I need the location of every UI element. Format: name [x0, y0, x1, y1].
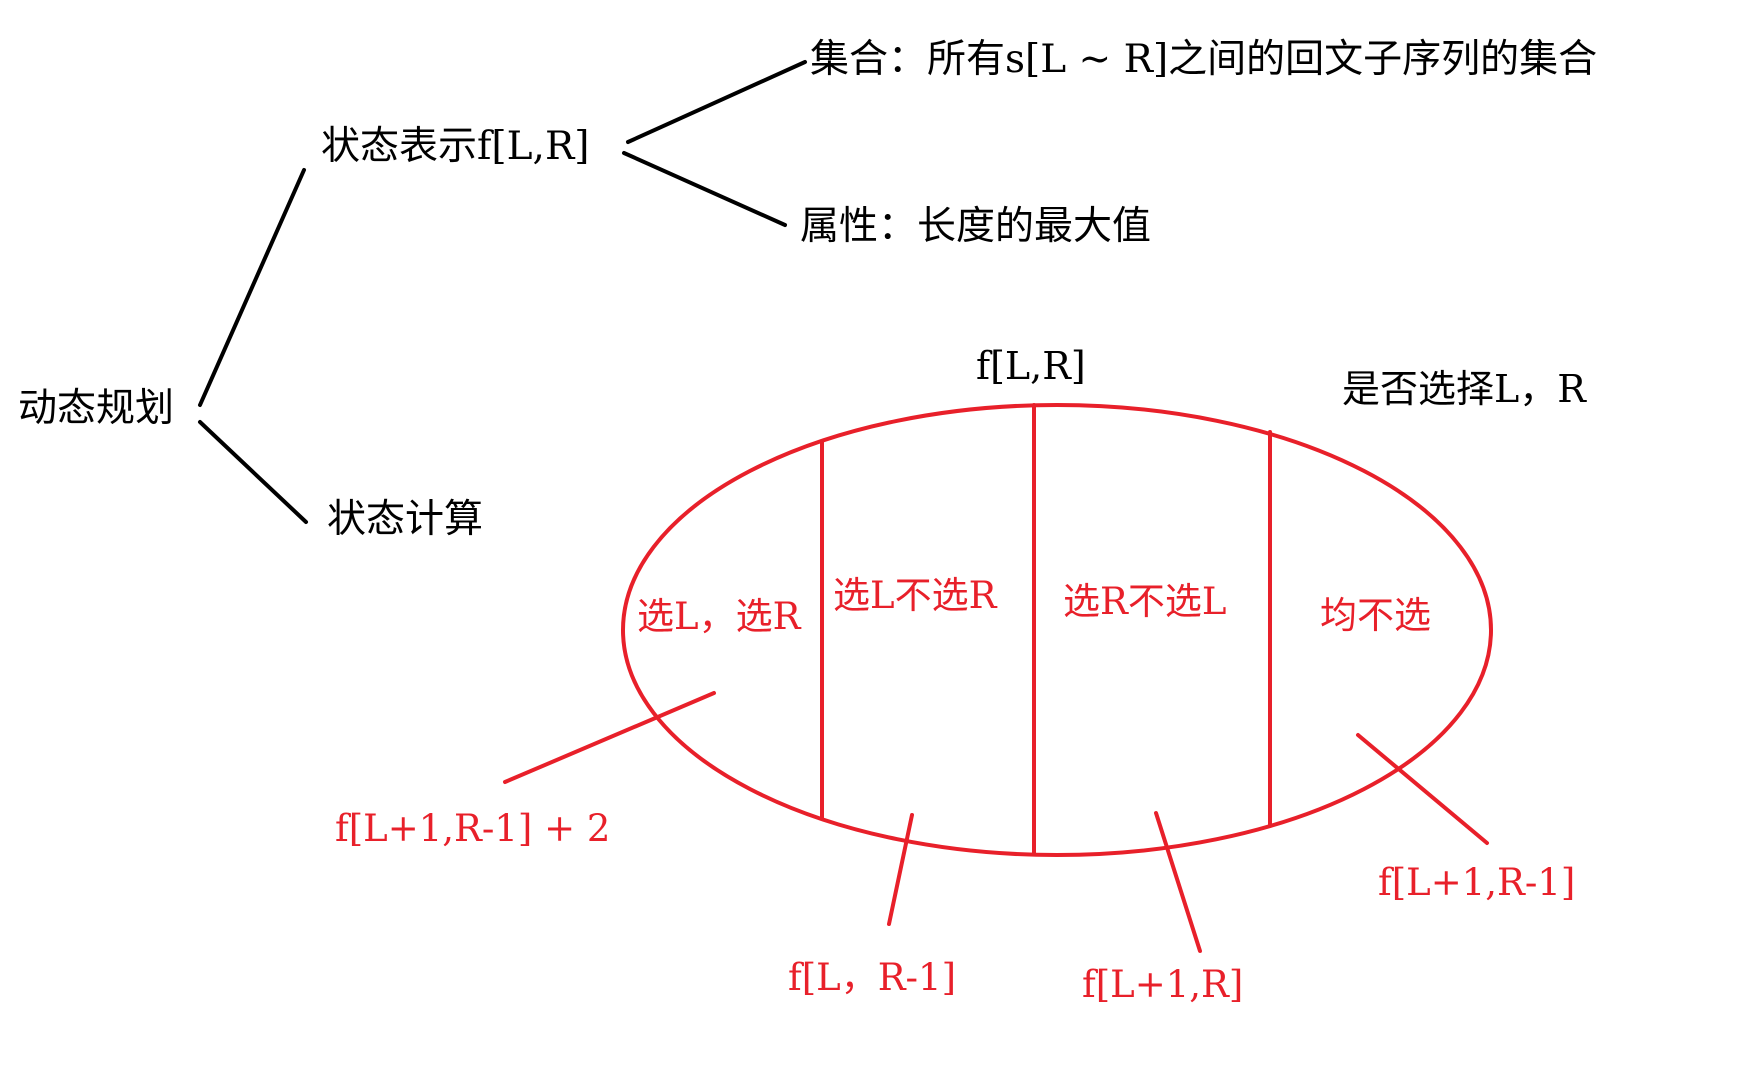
- formula-label-4: f[L+1,R-1]: [1378, 861, 1576, 904]
- root-node-label: 动态规划: [18, 386, 175, 431]
- pointer-region-1: [503, 691, 716, 784]
- set-description-label: 集合：所有s[L ~ R]之间的回文子序列的集合: [810, 37, 1598, 82]
- formula-label-2: f[L，R-1]: [788, 956, 957, 999]
- connector-root-to-computation: [198, 420, 308, 524]
- pointer-region-4: [1356, 733, 1489, 845]
- connector-representation-to-attribute: [622, 151, 787, 227]
- state-set-ellipse: [621, 403, 1493, 857]
- pointer-region-2: [887, 813, 914, 926]
- region-label-3: 选R不选L: [1063, 580, 1227, 623]
- region-label-2: 选L不选R: [833, 574, 997, 617]
- partition-diagram: [503, 403, 1493, 953]
- tree-connectors: [198, 60, 807, 524]
- region-label-1: 选L，选R: [637, 595, 801, 638]
- formula-label-1: f[L+1,R-1] + 2: [335, 807, 611, 850]
- formula-label-3: f[L+1,R]: [1082, 963, 1244, 1006]
- pointer-region-3: [1154, 811, 1202, 953]
- state-representation-label: 状态表示f[L,R]: [321, 124, 590, 169]
- partition-top-label: f[L,R]: [976, 344, 1086, 388]
- connector-root-to-representation: [198, 168, 306, 407]
- partition-question-label: 是否选择L，R: [1342, 367, 1586, 411]
- region-label-4: 均不选: [1320, 594, 1431, 637]
- state-computation-label: 状态计算: [327, 497, 484, 542]
- attribute-description-label: 属性：长度的最大值: [800, 204, 1152, 249]
- connector-representation-to-set: [626, 60, 807, 144]
